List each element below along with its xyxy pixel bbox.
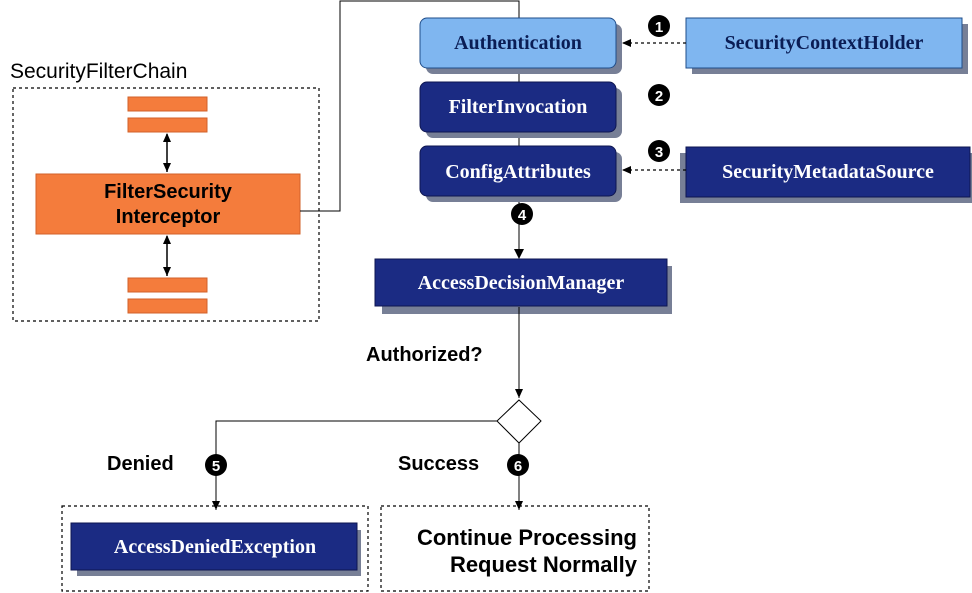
config-attributes-node: ConfigAttributes [419, 145, 622, 202]
step-4-badge: 4 [511, 203, 533, 225]
access-denied-exception-node: AccessDeniedException [70, 522, 361, 576]
decision-diamond [496, 399, 542, 444]
step-1-badge: 1 [648, 15, 670, 37]
step-3-label: 3 [655, 144, 663, 161]
filter-chain-border [12, 87, 320, 322]
access-decision-manager-node: AccessDecisionManager [374, 258, 672, 314]
denied-branch-line [212, 420, 497, 510]
denied-label: Denied [107, 453, 174, 475]
success-label: Success [398, 453, 479, 475]
step-6-label: 6 [514, 458, 522, 475]
authorized-question: Authorized? [366, 344, 483, 366]
security-context-holder-label: SecurityContextHolder [725, 32, 924, 54]
step-1-label: 1 [655, 19, 663, 36]
filter-invocation-node: FilterInvocation [419, 81, 622, 138]
step-2-label: 2 [655, 88, 663, 105]
filter-security-interceptor: FilterSecurity Interceptor [35, 173, 301, 235]
interceptor-label-line1: FilterSecurity [104, 181, 233, 203]
authentication-label: Authentication [454, 32, 582, 54]
step-6-badge: 6 [507, 454, 529, 476]
step-2-badge: 2 [648, 84, 670, 106]
success-outcome-border [380, 505, 650, 592]
security-metadata-source-label: SecurityMetadataSource [722, 161, 934, 183]
security-context-holder-node: SecurityContextHolder [685, 17, 968, 74]
filter-bar-top-1 [127, 96, 208, 112]
access-denied-exception-label: AccessDeniedException [114, 536, 316, 558]
step-5-badge: 5 [205, 454, 227, 476]
filter-chain-title: SecurityFilterChain [10, 60, 187, 83]
filter-bar-top-2 [127, 117, 208, 133]
continue-processing-line1: Continue Processing [417, 525, 637, 550]
connector-arrowhead [514, 249, 524, 259]
authentication-node: Authentication [419, 17, 622, 74]
interceptor-label-line2: Interceptor [116, 206, 221, 228]
filter-bar-bottom-1 [127, 277, 208, 293]
filter-bar-bottom-2 [127, 298, 208, 314]
denied-outcome-border [61, 505, 369, 592]
step-5-label: 5 [212, 458, 220, 475]
continue-processing-line2: Request Normally [450, 552, 638, 577]
step-4-label: 4 [518, 207, 527, 224]
security-metadata-source-node: SecurityMetadataSource [680, 146, 972, 203]
step-3-badge: 3 [648, 140, 670, 162]
access-decision-manager-label: AccessDecisionManager [418, 272, 625, 294]
config-attributes-label: ConfigAttributes [445, 161, 591, 183]
filter-invocation-label: FilterInvocation [449, 96, 588, 118]
